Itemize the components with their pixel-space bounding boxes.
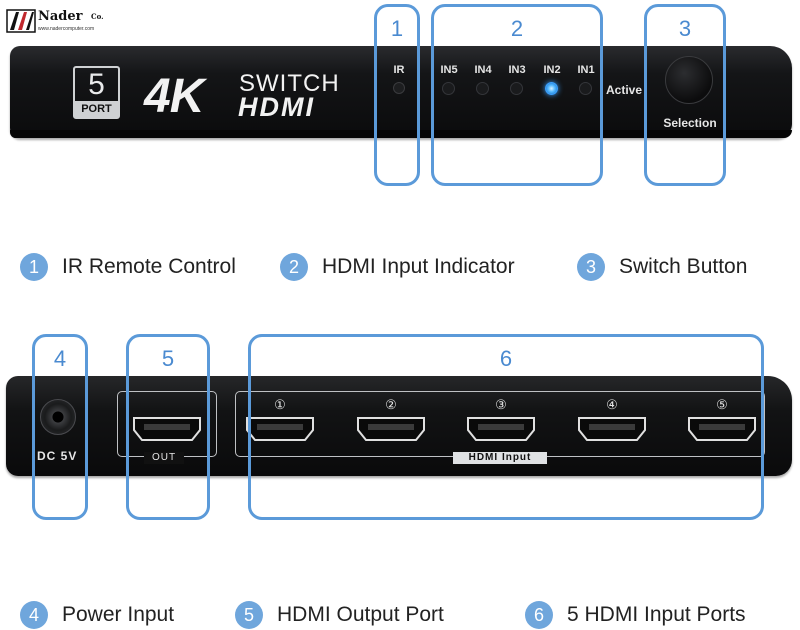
active-label: Active xyxy=(606,83,643,97)
model-switch-text: SWITCH xyxy=(239,70,340,97)
input-label: HDMI Input xyxy=(453,452,547,464)
brand-url: www.nadercomputer.com xyxy=(38,26,95,32)
callout-box-indicators xyxy=(431,4,603,186)
legend-text-power: Power Input xyxy=(62,603,175,626)
led-in4 xyxy=(476,82,489,95)
port-badge-number: 5 xyxy=(88,68,105,101)
legend-item-output: 5 HDMI Output Port xyxy=(235,600,444,630)
led-in2-active xyxy=(545,82,558,95)
legend-text-output: HDMI Output Port xyxy=(277,603,444,626)
legend-text-inputs: 5 HDMI Input Ports xyxy=(567,603,746,626)
led-label-in1: IN1 xyxy=(577,64,595,76)
legend-item-inputs: 6 5 HDMI Input Ports xyxy=(525,600,746,630)
ir-label: IR xyxy=(393,64,405,76)
port-count-badge: 5 PORT xyxy=(73,66,120,119)
legend-text-ir: IR Remote Control xyxy=(62,255,236,278)
brand-suffix: Co. xyxy=(91,12,104,21)
hdmi-output-port-icon xyxy=(133,417,201,441)
callout-box-ir xyxy=(374,4,420,186)
brand-name: Nader xyxy=(38,9,83,24)
model-4k-text: 4K xyxy=(144,70,204,123)
legend-number-4: 4 xyxy=(20,601,48,629)
brand-logo: Nader Co. www.nadercomputer.com xyxy=(6,8,126,34)
led-in1 xyxy=(579,82,592,95)
legend-number-1: 1 xyxy=(20,253,48,281)
hdmi-input-port-4-icon xyxy=(578,417,646,441)
selection-label: Selection xyxy=(663,116,717,130)
hdmi-input-port-2-icon xyxy=(357,417,425,441)
selection-button[interactable] xyxy=(665,56,713,104)
input-port-number-2: ② xyxy=(385,397,397,412)
ir-sensor xyxy=(393,82,405,94)
callout-number-3: 3 xyxy=(678,16,692,41)
input-port-number-4: ④ xyxy=(606,397,618,412)
legend-number-3: 3 xyxy=(577,253,605,281)
input-port-number-1: ① xyxy=(274,397,286,412)
nader-logo-icon xyxy=(6,9,36,33)
hdmi-input-port-3-icon xyxy=(467,417,535,441)
legend-item-ir: 1 IR Remote Control xyxy=(20,252,236,282)
callout-number-4: 4 xyxy=(53,346,67,371)
led-in3 xyxy=(510,82,523,95)
dc-label: DC 5V xyxy=(37,449,78,463)
dc-power-jack xyxy=(40,399,76,435)
legend-text-indicator: HDMI Input Indicator xyxy=(322,255,515,278)
output-label: OUT xyxy=(144,452,184,464)
callout-box-power xyxy=(32,334,88,520)
legend-item-indicator: 2 HDMI Input Indicator xyxy=(280,252,515,282)
led-label-in5: IN5 xyxy=(440,64,458,76)
legend-text-switch: Switch Button xyxy=(619,255,748,278)
callout-number-5: 5 xyxy=(161,346,175,371)
callout-number-1: 1 xyxy=(390,16,404,41)
legend-item-switch: 3 Switch Button xyxy=(577,252,747,282)
port-badge-word: PORT xyxy=(75,101,118,117)
hdmi-input-port-1-icon xyxy=(246,417,314,441)
callout-box-output xyxy=(126,334,210,520)
led-label-in2: IN2 xyxy=(543,64,561,76)
led-label-in3: IN3 xyxy=(508,64,526,76)
led-in5 xyxy=(442,82,455,95)
input-port-number-3: ③ xyxy=(495,397,507,412)
led-label-in4: IN4 xyxy=(474,64,492,76)
callout-box-inputs xyxy=(248,334,764,520)
callout-number-2: 2 xyxy=(510,16,524,41)
input-port-number-5: ⑤ xyxy=(716,397,728,412)
legend-number-2: 2 xyxy=(280,253,308,281)
legend-number-6: 6 xyxy=(525,601,553,629)
legend-item-power: 4 Power Input xyxy=(20,600,174,630)
hdmi-input-port-5-icon xyxy=(688,417,756,441)
legend-number-5: 5 xyxy=(235,601,263,629)
callout-box-switch xyxy=(644,4,726,186)
callout-number-6: 6 xyxy=(499,346,513,371)
model-hdmi-text: HDMI xyxy=(238,92,315,122)
